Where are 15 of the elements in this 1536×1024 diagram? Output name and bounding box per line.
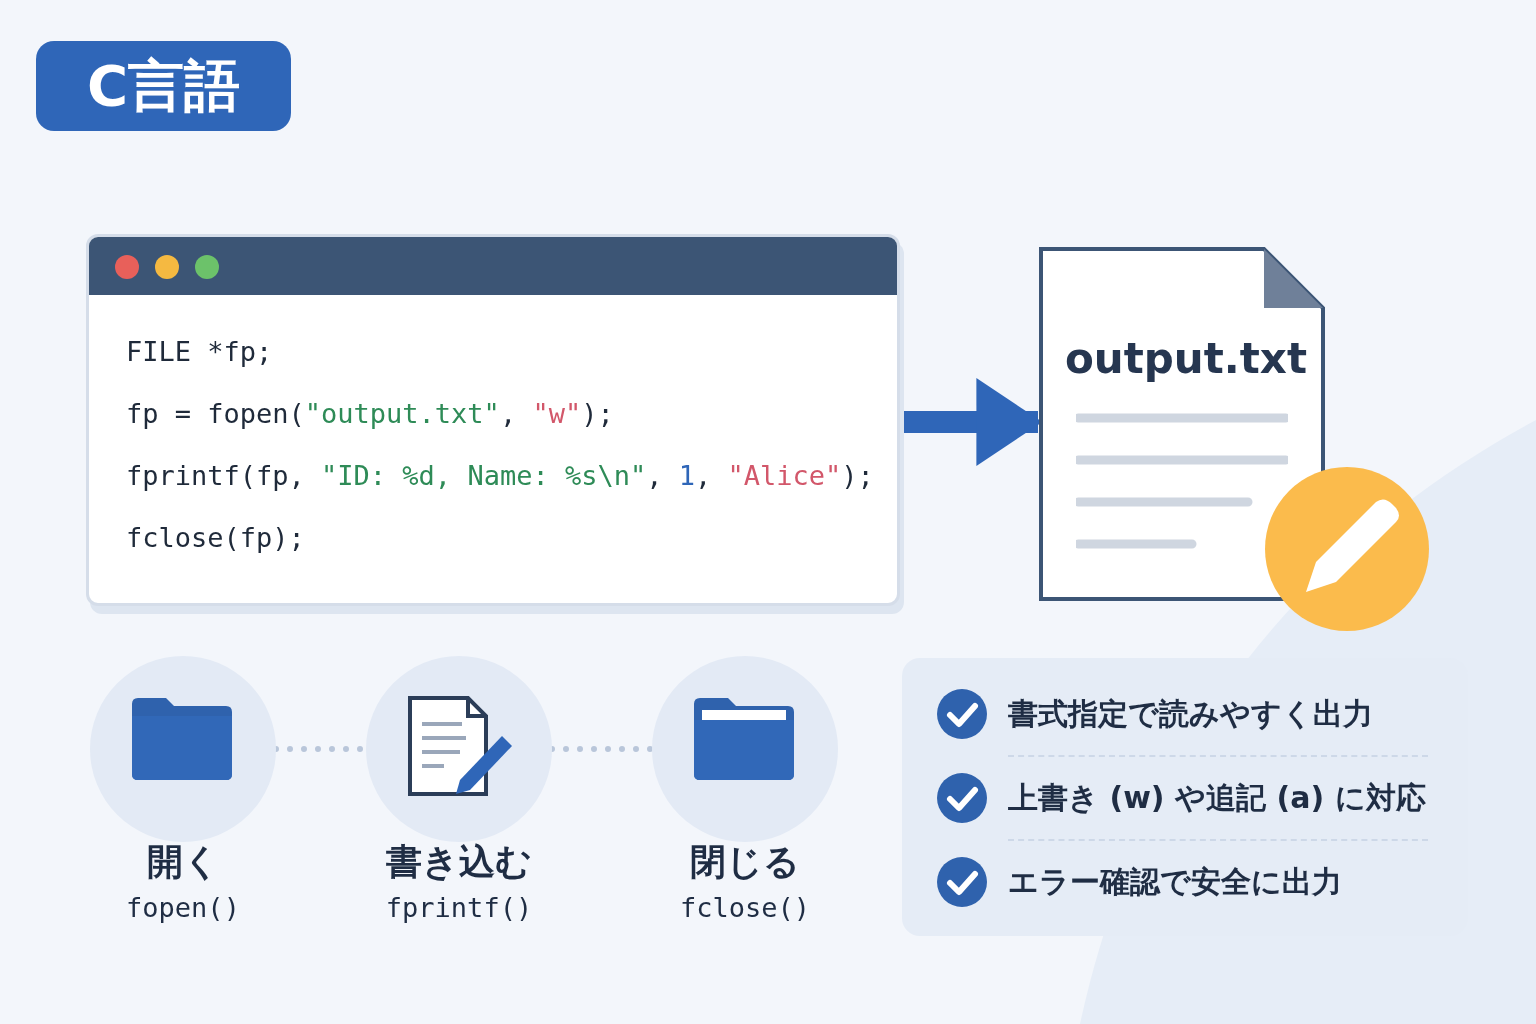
code-line: fp = fopen("output.txt", "w");: [126, 397, 615, 431]
step-label: 閉じる: [689, 840, 801, 884]
code-line: fclose(fp);: [126, 521, 306, 555]
code-line: fprintf(fp, "ID: %d, Name: %s\n", 1, "Alice");: [126, 459, 874, 493]
function-name: fopen(): [125, 891, 241, 925]
feature-item: 書式指定で読みやすく出力: [1008, 695, 1373, 733]
step-label: 書き込む: [385, 840, 533, 884]
title-badge: C言語: [36, 41, 291, 131]
file-name: output.txt: [1063, 334, 1309, 383]
function-name: fprintf(): [384, 891, 534, 925]
function-name: fclose(): [678, 891, 811, 925]
feature-item: 上書き (w) や追記 (a) に対応: [1008, 779, 1426, 817]
step-label: 開く: [145, 840, 221, 884]
code-line: FILE *fp;: [126, 335, 274, 369]
feature-item: エラー確認で安全に出力: [1008, 863, 1342, 901]
